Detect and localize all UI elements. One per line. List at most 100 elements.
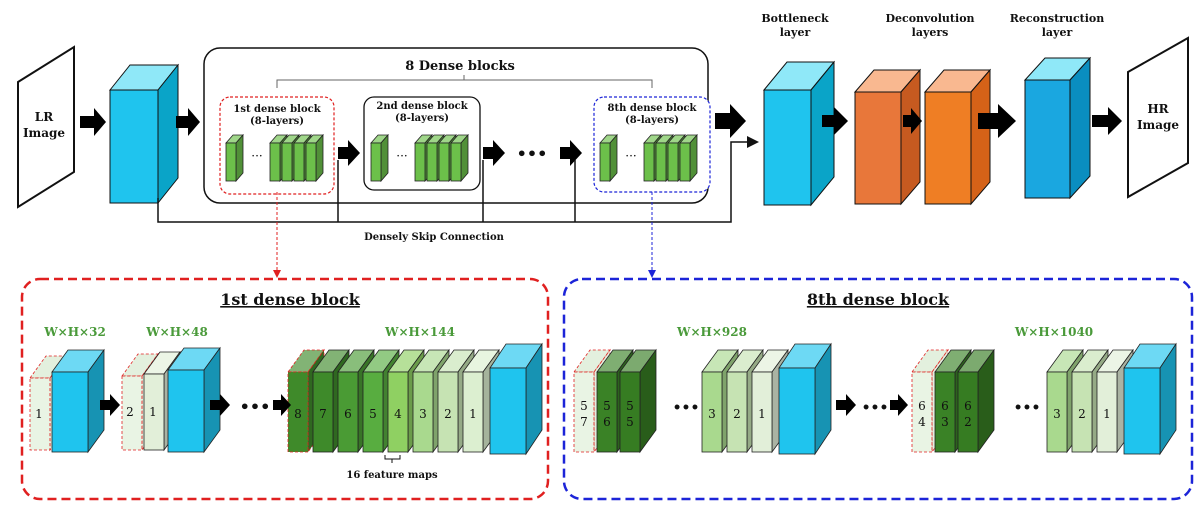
r1-ghost-label-2: 7: [580, 415, 588, 429]
recon-label-1: Reconstruction: [1010, 12, 1105, 25]
arrow-lr-to-conv: [80, 108, 106, 136]
deconv-label-1: Deconvolution: [885, 12, 974, 25]
arrow-left-2: [210, 394, 230, 416]
db1-layer-stack-4: [305, 133, 324, 183]
left-c-label-3: 3: [419, 407, 427, 421]
dense-block-1-layers: ···: [225, 133, 324, 183]
r1-ghost-label-1: 5: [580, 399, 588, 413]
db8-layer-stack-4: [679, 133, 698, 183]
recon-label-2: layer: [1042, 26, 1073, 39]
db1-layer-first: [225, 133, 244, 183]
deconv-label-2: layers: [912, 26, 949, 39]
left-a-label-1: 1: [35, 407, 43, 421]
left-c-conv: [489, 342, 543, 456]
dense-block-8-layers: ···: [599, 133, 698, 183]
left-a-conv: [51, 348, 105, 454]
arrow-block1-to-block2: [338, 140, 360, 166]
arrow-block2-to-dots: [483, 140, 505, 166]
r2-ghost-label-2: 4: [918, 415, 926, 429]
arrow-left-1: [100, 394, 120, 416]
arrow-right-2: [890, 394, 908, 416]
r1-conv: [778, 342, 832, 456]
r2-stack-2-label-2: 2: [964, 415, 972, 429]
detail-1st-ellipsis: •••: [240, 397, 271, 416]
reconstruction-layer: [1023, 56, 1092, 200]
lr-image-label-2: Image: [23, 126, 65, 140]
left-c-label-8: 8: [294, 407, 302, 421]
arrow-right-1: [836, 394, 856, 416]
arrow-bottleneck-to-deconv: [822, 107, 848, 135]
detail-8th-dim-928: W×H×928: [676, 325, 747, 339]
left-c-label-5: 5: [369, 407, 377, 421]
r2-tail-label-1: 1: [1103, 407, 1111, 421]
dense-block-1: 1st dense block (8-layers) ···: [219, 96, 335, 195]
r2-stack-1-label-1: 6: [941, 399, 949, 413]
dense-ellipsis: •••: [517, 144, 548, 163]
detail-1st-title: 1st dense block: [220, 290, 361, 309]
left-c-label-2: 2: [444, 407, 452, 421]
initial-conv-layer: [108, 63, 180, 205]
arrow-conv-to-dense: [176, 108, 200, 136]
hr-image-label-1: HR: [1147, 102, 1169, 116]
hr-image-shape: HR Image: [1127, 36, 1189, 199]
r1-stack-2-label-1: 5: [626, 399, 634, 413]
db2-layer-first: [370, 133, 389, 183]
r2-conv: [1123, 342, 1177, 456]
r1-stack-2-label-2: 5: [626, 415, 634, 429]
dense-block-2-sub: (8-layers): [395, 113, 449, 124]
skip-connections: [157, 136, 759, 223]
left-c-label-1: 1: [469, 407, 477, 421]
arrow-left-3: [273, 394, 291, 416]
dense-block-1-title: 1st dense block: [233, 104, 321, 115]
arrow-dots-to-block8: [560, 140, 582, 166]
dense-block-2-layers: ···: [370, 133, 469, 183]
r2-stack-1-label-2: 3: [941, 415, 949, 429]
lr-image-label-1: LR: [35, 110, 54, 124]
lr-image-shape: LR Image: [17, 45, 75, 209]
r1-stack-1-label-1: 5: [603, 399, 611, 413]
detail-1st-dim-48: W×H×48: [145, 325, 208, 339]
detail-8th-ellipsis-2: •••: [862, 400, 889, 416]
left-c-label-4: 4: [394, 407, 402, 421]
r2-stack-2-label-1: 6: [964, 399, 972, 413]
r2-tail-label-2: 2: [1078, 407, 1086, 421]
dense-block-8: 8th dense block (8-layers) ···: [593, 96, 711, 193]
dense-group-title: 8 Dense blocks: [405, 59, 515, 74]
detail-1st-dim-144: W×H×144: [384, 325, 455, 339]
left-c-label-6: 6: [344, 407, 352, 421]
left-c-label-7: 7: [319, 407, 327, 421]
detail-8th-dim-1040: W×H×1040: [1014, 325, 1093, 339]
dense-block-8-title: 8th dense block: [608, 103, 698, 114]
bottleneck-label-2: layer: [780, 26, 811, 39]
db1-small-ellipsis: ···: [251, 149, 262, 163]
arrow-deconv1-to-deconv2: [903, 108, 922, 134]
r2-ghost-label-1: 6: [918, 399, 926, 413]
r2-tail-label-3: 3: [1053, 407, 1061, 421]
detail-panel-8th: 8th dense block W×H×928 W×H×1040 5 7 5 6 5 5 3…: [562, 277, 1194, 501]
bottleneck-layer: [762, 60, 836, 207]
dense-block-2: 2nd dense block (8-layers) ···: [363, 96, 481, 191]
db2-layer-stack-4: [450, 133, 469, 183]
arrow-recon-to-hr: [1092, 107, 1122, 135]
arrow-deconv-to-recon: [978, 104, 1016, 138]
skip-connection-label: Densely Skip Connection: [364, 232, 505, 243]
detail-1st-layers: 1 2 1 8 7 6 5 4 3 2 1: [29, 342, 543, 456]
left-b-label-1: 1: [149, 405, 157, 419]
r1-stack-1-label-2: 6: [603, 415, 611, 429]
dense-block-1-sub: (8-layers): [250, 116, 304, 127]
left-b-label-2: 2: [126, 405, 134, 419]
detail-8th-ellipsis-3: •••: [1014, 400, 1041, 416]
db8-layer-first: [599, 133, 618, 183]
db2-small-ellipsis: ···: [396, 149, 407, 163]
dense-block-8-sub: (8-layers): [625, 115, 679, 126]
detail-8th-ellipsis-1: •••: [673, 400, 700, 416]
deconv-layer-1: [853, 68, 922, 206]
deconv-layer-2: [923, 68, 992, 206]
arrow-dense-to-bottleneck: [715, 104, 746, 138]
bottleneck-label-1: Bottleneck: [761, 12, 829, 25]
r1-stack-2: [619, 348, 657, 454]
r2-stack-2: [957, 348, 995, 454]
detail-8th-title: 8th dense block: [807, 290, 950, 309]
